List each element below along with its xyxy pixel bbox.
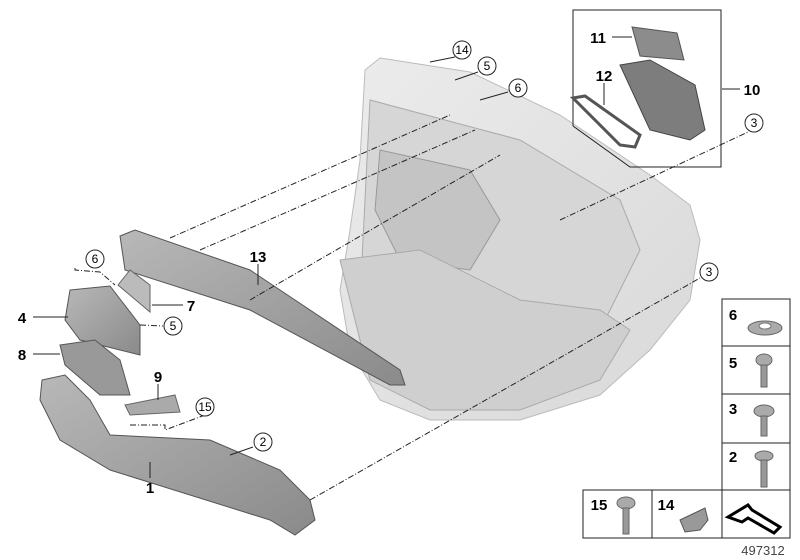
screw-icon-15 xyxy=(616,496,636,535)
storage-compartment-group xyxy=(569,9,722,168)
clip-icon xyxy=(679,507,709,533)
callout-12: 12 xyxy=(596,68,613,85)
direction-arrow-icon xyxy=(724,503,783,535)
callout-10: 10 xyxy=(744,82,761,99)
callout-15: 15 xyxy=(195,397,215,417)
part-7 xyxy=(117,269,151,314)
part-8 xyxy=(59,339,131,396)
svg-text:15: 15 xyxy=(198,400,212,414)
svg-text:6: 6 xyxy=(92,252,99,266)
screw-washer-icon xyxy=(753,404,775,437)
part-4 xyxy=(64,285,141,356)
screw-icon xyxy=(755,353,773,388)
callout-2: 2 xyxy=(253,432,273,452)
legend-label-15: 15 xyxy=(591,497,608,514)
part-1-armrest xyxy=(39,374,316,536)
callout-11: 11 xyxy=(590,30,606,47)
callout-5-top: 5 xyxy=(477,56,497,76)
part-13-trim-strip xyxy=(119,229,406,386)
door-trim-panel xyxy=(339,57,701,421)
image-number: 497312 xyxy=(741,543,784,558)
callout-14: 14 xyxy=(452,40,472,60)
part-11-insert xyxy=(631,26,685,61)
callout-8: 8 xyxy=(18,347,26,364)
legend-label-6: 6 xyxy=(729,307,737,324)
svg-text:3: 3 xyxy=(751,116,758,130)
legend-label-3: 3 xyxy=(729,401,737,418)
svg-text:5: 5 xyxy=(170,319,177,333)
svg-text:6: 6 xyxy=(515,81,522,95)
svg-text:3: 3 xyxy=(706,265,713,279)
callout-7: 7 xyxy=(187,298,195,315)
callout-3-mid: 3 xyxy=(699,262,719,282)
callout-5-left: 5 xyxy=(163,316,183,336)
svg-text:2: 2 xyxy=(260,435,267,449)
callout-1: 1 xyxy=(146,480,154,497)
part-12-frame xyxy=(569,94,642,149)
callout-4: 4 xyxy=(18,310,27,327)
callout-6-top: 6 xyxy=(508,78,528,98)
legend-label-5: 5 xyxy=(729,355,737,372)
part-10-compartment xyxy=(619,59,706,141)
fastener-legend: 6 5 3 2 15 14 xyxy=(582,298,791,539)
dash-leader-lines xyxy=(74,114,749,501)
svg-text:14: 14 xyxy=(455,43,469,57)
callout-13: 13 xyxy=(250,249,267,266)
callout-6-left: 6 xyxy=(85,249,105,269)
callout-3-top: 3 xyxy=(744,113,764,133)
svg-text:5: 5 xyxy=(484,59,491,73)
legend-label-2: 2 xyxy=(729,449,737,466)
legend-label-14: 14 xyxy=(658,497,675,514)
screw-washer-long-icon xyxy=(754,450,774,488)
part-9 xyxy=(124,394,181,416)
callout-9: 9 xyxy=(154,369,162,386)
